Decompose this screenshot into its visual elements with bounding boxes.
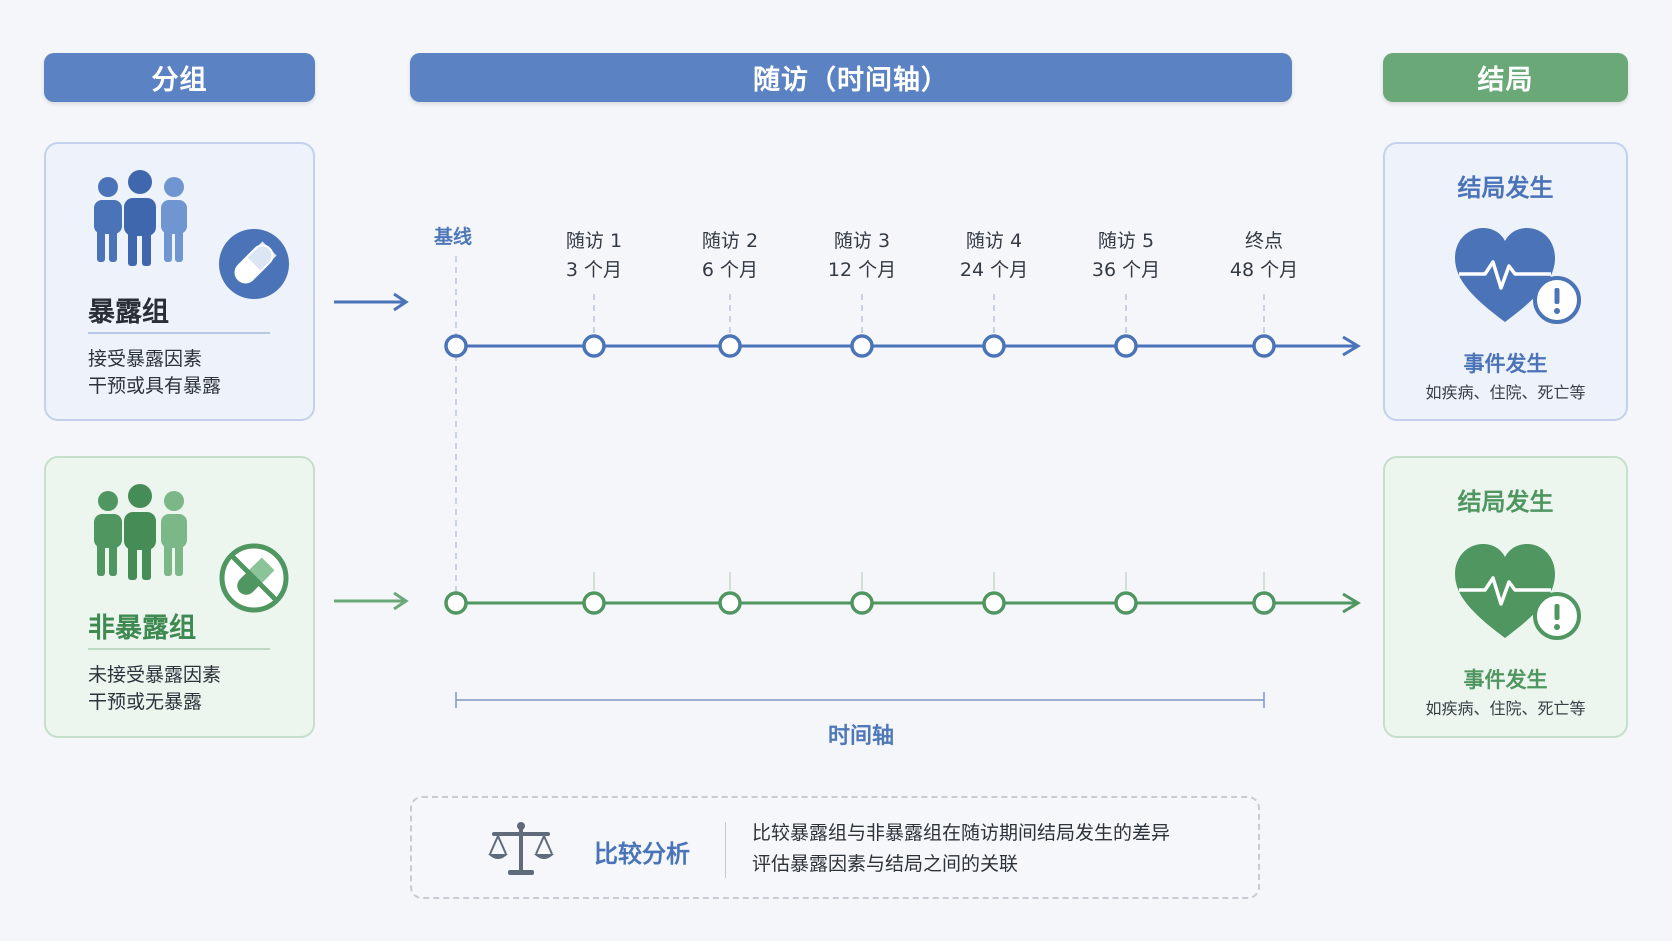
exposed-timeline-arrowhead: [1342, 335, 1361, 357]
unexposed-timeline-arrowhead: [1342, 592, 1361, 614]
time-axis-label: 时间轴: [828, 724, 895, 749]
unexposed-timepoint-marker: [1114, 591, 1138, 615]
people-icon: [94, 484, 187, 580]
timepoint-label: 随访 1 3 个月: [539, 227, 649, 285]
unexposed-arrow: [334, 591, 409, 611]
exposed-timepoint-marker: [582, 334, 606, 358]
timepoint-label: 终点 48 个月: [1209, 227, 1319, 285]
analysis-title: 比较分析: [594, 840, 690, 868]
outcome-unexposed-title: 结局发生: [1457, 488, 1554, 516]
unexposed-group-card: 非暴露组 未接受暴露因素 干预或无暴露: [44, 456, 315, 738]
scale-icon: [488, 822, 554, 875]
timepoint-label: 随访 2 6 个月: [675, 227, 785, 285]
outcome-exposed-card: 结局发生 事件发生 如疾病、住院、死亡等: [1383, 142, 1628, 421]
header-followup: 随访（时间轴）: [410, 53, 1292, 102]
timepoint-time: 48 个月: [1229, 259, 1299, 281]
baseline-label: 基线: [434, 226, 473, 248]
timepoint-label: 随访 4 24 个月: [939, 227, 1049, 285]
analysis-divider: [725, 822, 726, 878]
timepoint-label: 随访 3 12 个月: [807, 227, 917, 285]
unexposed-group-title: 非暴露组: [88, 613, 196, 644]
timepoint-name: 随访 1: [565, 230, 623, 252]
heart-alert-icon: [1455, 544, 1581, 640]
analysis-box: 比较分析 比较暴露组与非暴露组在随访期间结局发生的差异 评估暴露因素与结局之间的…: [410, 796, 1260, 899]
exposed-timepoint-marker: [1114, 334, 1138, 358]
outcome-exposed-title: 结局发生: [1457, 174, 1554, 202]
timepoint-name: 随访 3: [833, 230, 891, 252]
timepoint-name: 终点: [1244, 230, 1283, 252]
outcome-unexposed-card: 结局发生 事件发生 如疾病、住院、死亡等: [1383, 456, 1628, 738]
exposed-timepoint-marker: [1252, 334, 1276, 358]
exposed-timepoint-marker: [718, 334, 742, 358]
exposed-divider: [88, 332, 270, 334]
outcome-exposed-examples: 如疾病、住院、死亡等: [1425, 383, 1586, 402]
timepoint-name: 随访 5: [1097, 230, 1155, 252]
exposed-group-title: 暴露组: [88, 297, 169, 328]
outcome-unexposed-examples: 如疾病、住院、死亡等: [1425, 699, 1586, 718]
exposed-timepoint-marker: [444, 334, 468, 358]
exposed-group-desc: 接受暴露因素 干预或具有暴露: [88, 348, 222, 397]
timepoint-time: 36 个月: [1091, 259, 1161, 281]
timepoint-label: 随访 5 36 个月: [1071, 227, 1181, 285]
analysis-desc: 比较暴露组与非暴露组在随访期间结局发生的差异 评估暴露因素与结局之间的关联: [752, 822, 1171, 875]
pill-icon: [219, 229, 289, 299]
timepoint-name: 随访 2: [701, 230, 759, 252]
people-icon: [94, 170, 187, 266]
unexposed-group-desc: 未接受暴露因素 干预或无暴露: [88, 664, 222, 713]
exposed-arrow: [334, 292, 409, 312]
unexposed-timepoint-marker: [850, 591, 874, 615]
exposed-group-card: 暴露组 接受暴露因素 干预或具有暴露: [44, 142, 315, 421]
outcome-unexposed-event: 事件发生: [1463, 668, 1548, 692]
timepoint-time: 6 个月: [701, 259, 759, 281]
outcome-exposed-event: 事件发生: [1463, 352, 1548, 376]
exposed-timepoint-marker: [850, 334, 874, 358]
unexposed-timepoint-marker: [1252, 591, 1276, 615]
header-grouping: 分组: [44, 53, 315, 102]
timepoint-time: 24 个月: [959, 259, 1029, 281]
unexposed-divider: [88, 648, 270, 650]
timepoint-time: 12 个月: [827, 259, 897, 281]
exposed-timepoint-marker: [982, 334, 1006, 358]
unexposed-timepoint-marker: [582, 591, 606, 615]
header-outcome: 结局: [1383, 53, 1628, 102]
no-pill-icon: [219, 543, 289, 613]
timepoint-name: 随访 4: [965, 230, 1023, 252]
unexposed-timepoint-marker: [444, 591, 468, 615]
unexposed-timepoint-marker: [718, 591, 742, 615]
timepoint-time: 3 个月: [565, 259, 623, 281]
heart-alert-icon: [1455, 228, 1581, 324]
unexposed-timepoint-marker: [982, 591, 1006, 615]
